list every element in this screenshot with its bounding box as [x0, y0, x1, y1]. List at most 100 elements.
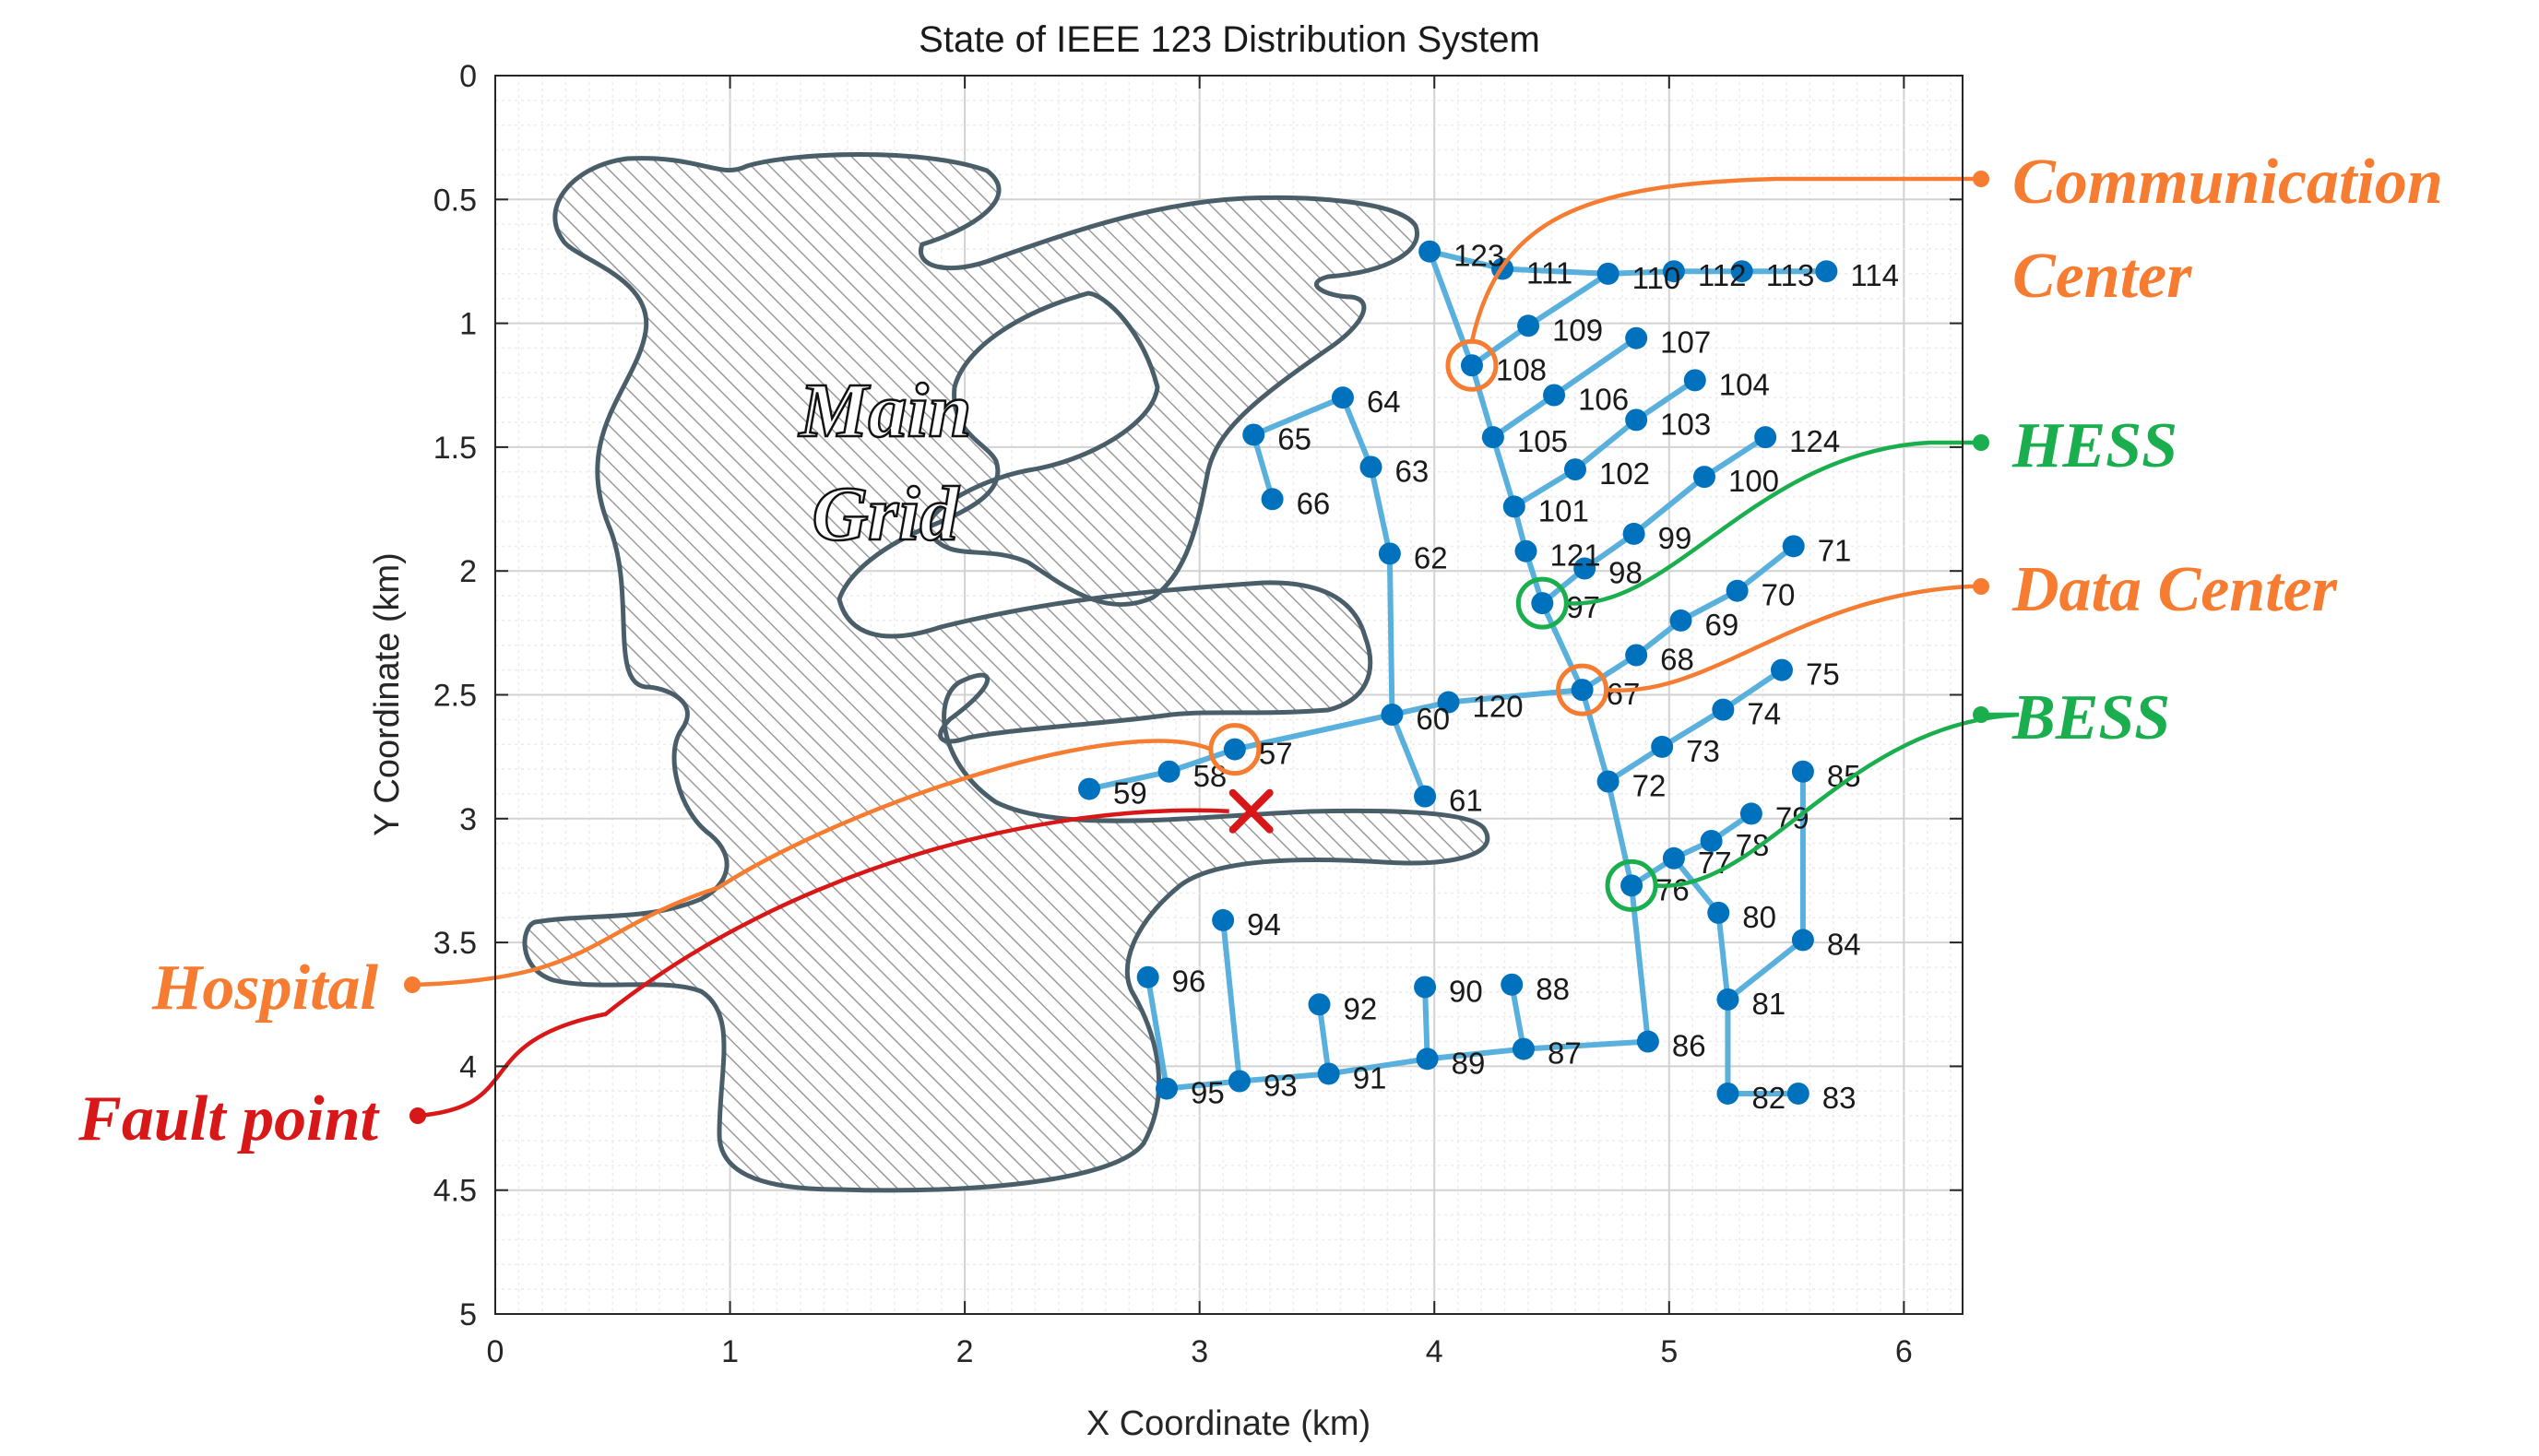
node-110 — [1596, 262, 1620, 285]
node-label-110: 110 — [1632, 261, 1681, 295]
node-label-61: 61 — [1449, 784, 1483, 818]
y-tick-label: 1.5 — [433, 431, 477, 466]
node-96 — [1136, 965, 1159, 988]
node-94 — [1212, 908, 1235, 931]
node-100 — [1692, 466, 1715, 489]
node-label-96: 96 — [1172, 965, 1206, 999]
edge-95-96 — [1145, 974, 1170, 1092]
node-121 — [1514, 539, 1537, 562]
node-85 — [1791, 760, 1814, 783]
node-label-87: 87 — [1548, 1036, 1582, 1071]
node-label-84: 84 — [1827, 927, 1861, 961]
edge-73-74 — [1659, 706, 1726, 750]
node-label-57: 57 — [1259, 737, 1293, 771]
edge-86-87 — [1520, 1038, 1651, 1052]
node-97 — [1531, 592, 1554, 615]
edge-123-111 — [1427, 248, 1506, 272]
node-label-67: 67 — [1607, 677, 1641, 711]
node-label-86: 86 — [1672, 1029, 1706, 1063]
callout-label-0-line-0: Communication — [2012, 147, 2443, 218]
node-120 — [1437, 691, 1460, 714]
edge-63-64 — [1339, 395, 1374, 470]
edge-65-66 — [1251, 432, 1275, 503]
y-tick-label: 5 — [459, 1297, 477, 1332]
callout-leader-3 — [1655, 712, 2020, 888]
edge-60-61 — [1389, 711, 1429, 799]
x-tick-label: 5 — [1660, 1334, 1678, 1369]
edge-67-97 — [1539, 600, 1585, 693]
x-axis-label: X Coordinate (km) — [1086, 1404, 1370, 1443]
edge-109-110 — [1525, 270, 1611, 329]
node-label-69: 69 — [1705, 608, 1739, 642]
edge-81-84 — [1725, 937, 1806, 1002]
node-label-75: 75 — [1806, 657, 1840, 692]
node-label-93: 93 — [1264, 1069, 1298, 1103]
edge-57-60 — [1231, 711, 1395, 752]
node-label-123: 123 — [1453, 239, 1504, 273]
node-76 — [1620, 874, 1643, 897]
node-label-65: 65 — [1277, 421, 1311, 456]
y-tick-label: 3.5 — [433, 926, 477, 961]
node-label-90: 90 — [1449, 974, 1483, 1008]
y-tick-label: 2 — [459, 554, 477, 589]
node-label-83: 83 — [1822, 1081, 1857, 1115]
node-label-59: 59 — [1113, 776, 1147, 811]
node-label-112: 112 — [1698, 258, 1747, 292]
edge-100-124 — [1701, 434, 1769, 480]
node-label-102: 102 — [1599, 456, 1650, 491]
node-label-74: 74 — [1747, 697, 1781, 731]
fault-marker-stroke-2 — [1228, 788, 1274, 834]
node-label-76: 76 — [1655, 872, 1690, 906]
callout-endpoint-0 — [1973, 171, 1989, 187]
edge-58-59 — [1086, 768, 1172, 792]
y-tick-label: 1 — [459, 307, 477, 342]
node-113 — [1730, 260, 1753, 283]
edge-101-102 — [1511, 467, 1578, 510]
node-label-60: 60 — [1416, 702, 1450, 736]
x-tick-label: 0 — [487, 1334, 504, 1369]
main-grid-region — [522, 152, 1490, 1193]
node-59 — [1078, 777, 1101, 800]
node-label-70: 70 — [1762, 578, 1796, 612]
node-label-88: 88 — [1536, 972, 1570, 1006]
node-124 — [1754, 426, 1777, 449]
node-label-100: 100 — [1728, 464, 1779, 498]
node-91 — [1317, 1062, 1340, 1085]
edge-89-91 — [1325, 1056, 1430, 1077]
edge-111-110 — [1500, 266, 1611, 277]
node-label-107: 107 — [1660, 326, 1711, 360]
node-label-68: 68 — [1660, 643, 1694, 677]
node-label-73: 73 — [1686, 734, 1720, 768]
node-74 — [1712, 698, 1735, 721]
edge-101-105 — [1489, 434, 1517, 510]
node-label-124: 124 — [1789, 424, 1840, 458]
node-label-106: 106 — [1578, 382, 1629, 416]
callout-leader-4 — [411, 739, 1212, 988]
edge-70-71 — [1734, 543, 1797, 594]
node-86 — [1636, 1030, 1659, 1053]
node-77 — [1662, 846, 1685, 870]
node-67 — [1571, 679, 1594, 702]
node-label-103: 103 — [1660, 407, 1711, 441]
node-label-101: 101 — [1538, 493, 1589, 527]
node-label-72: 72 — [1632, 769, 1667, 803]
node-73 — [1651, 735, 1674, 758]
node-label-71: 71 — [1818, 533, 1852, 567]
callout-leader-5 — [417, 808, 1229, 1119]
edge-67-72 — [1579, 687, 1611, 785]
node-98 — [1573, 557, 1596, 580]
node-114 — [1815, 260, 1838, 283]
edge-108-123 — [1427, 248, 1475, 369]
x-tick-label: 4 — [1426, 1334, 1443, 1369]
node-label-98: 98 — [1608, 556, 1643, 590]
edge-62-63 — [1368, 464, 1393, 557]
node-101 — [1502, 495, 1525, 518]
node-label-94: 94 — [1247, 907, 1281, 941]
edge-93-95 — [1164, 1078, 1242, 1092]
node-label-89: 89 — [1452, 1046, 1486, 1080]
node-layer — [1078, 240, 1838, 1105]
node-61 — [1414, 785, 1437, 808]
node-123 — [1418, 240, 1442, 263]
node-69 — [1669, 609, 1692, 632]
